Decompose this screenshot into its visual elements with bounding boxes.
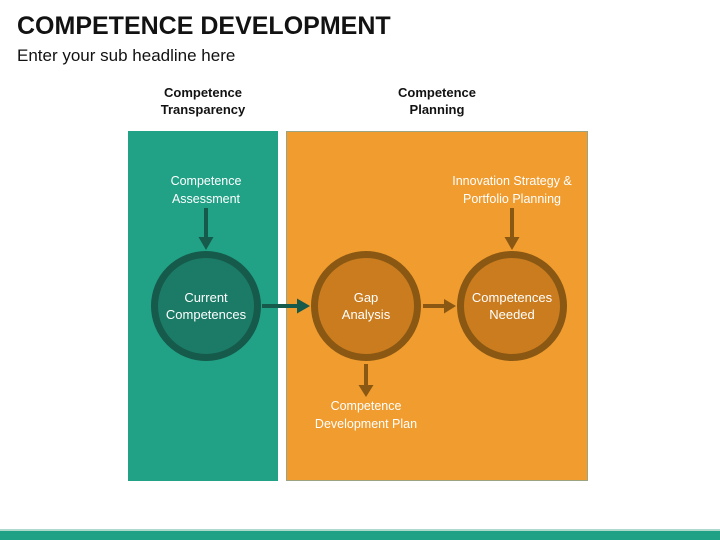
planning-column-header: Competence Planning xyxy=(397,85,477,117)
competence-development-plan-label: Competence Development Plan xyxy=(314,399,418,431)
transparency-column-header: Competence Transparency xyxy=(160,85,246,117)
competences-needed-circle-label: Competences Needed xyxy=(471,290,553,322)
page-title: COMPETENCE DEVELOPMENT xyxy=(17,12,391,40)
competences-needed-circle: Competences Needed xyxy=(457,251,567,361)
current-competences-circle-label: Current Competences xyxy=(165,290,247,322)
page-subtitle: Enter your sub headline here xyxy=(17,46,236,65)
innovation-strategy-label: Innovation Strategy & Portfolio Planning xyxy=(452,174,572,206)
footer-accent-bar xyxy=(0,529,720,540)
competence-assessment-label: Competence Assessment xyxy=(170,174,242,206)
current-competences-circle: Current Competences xyxy=(151,251,261,361)
gap-analysis-circle-label: Gap Analysis xyxy=(341,290,391,322)
gap-analysis-circle: Gap Analysis xyxy=(311,251,421,361)
